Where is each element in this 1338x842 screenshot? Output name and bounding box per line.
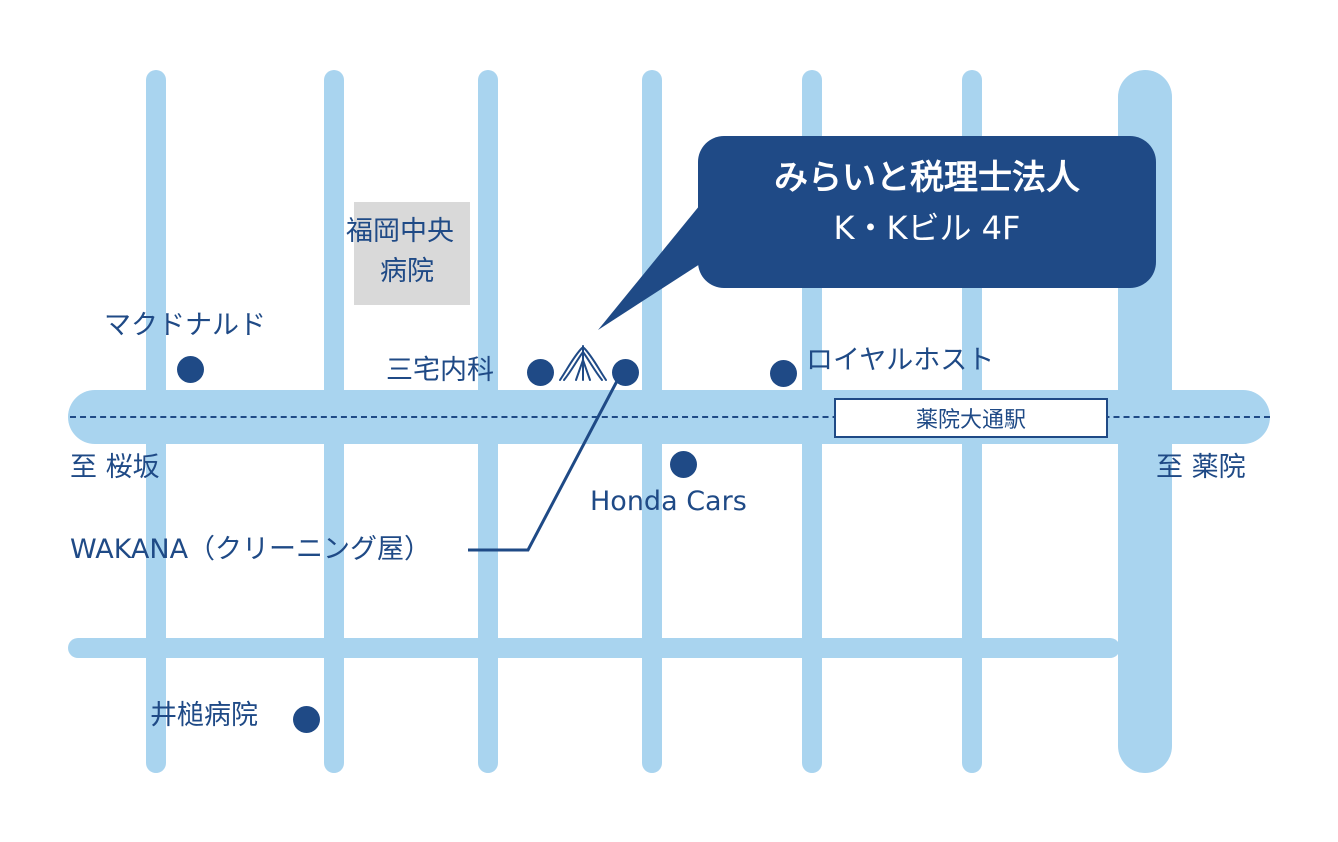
location-dot-icon xyxy=(770,360,797,387)
hospital-block xyxy=(354,202,470,305)
location-dot-icon xyxy=(670,451,697,478)
location-dot-icon xyxy=(293,706,320,733)
hospital-label-line2: 病院 xyxy=(380,256,434,287)
label-mcdonalds: マクドナルド xyxy=(104,310,266,341)
office-callout: みらいと税理士法人 K・Kビル 4F xyxy=(698,136,1156,288)
office-building: K・Kビル 4F xyxy=(833,208,1021,247)
direction-sakurazaka: 至 桜坂 xyxy=(70,452,160,483)
direction-yakuin: 至 薬院 xyxy=(1156,452,1246,483)
hospital-label-line1: 福岡中央 xyxy=(346,216,454,247)
label-wakana: WAKANA（クリーニング屋） xyxy=(70,534,432,565)
location-dot-icon xyxy=(177,356,204,383)
label-igari-hospital: 井槌病院 xyxy=(150,700,258,731)
station-yakuin-odori: 薬院大通駅 xyxy=(834,398,1108,438)
label-miyake-clinic: 三宅内科 xyxy=(386,355,494,386)
subway-line xyxy=(70,416,1270,418)
office-location-dot-icon xyxy=(612,359,639,386)
location-dot-icon xyxy=(527,359,554,386)
label-royal-host: ロイヤルホスト xyxy=(806,345,995,376)
label-honda-cars: Honda Cars xyxy=(590,486,747,517)
office-name: みらいと税理士法人 xyxy=(774,158,1080,198)
station-label: 薬院大通駅 xyxy=(915,408,1026,433)
road-horizontal-lower xyxy=(68,638,1120,658)
